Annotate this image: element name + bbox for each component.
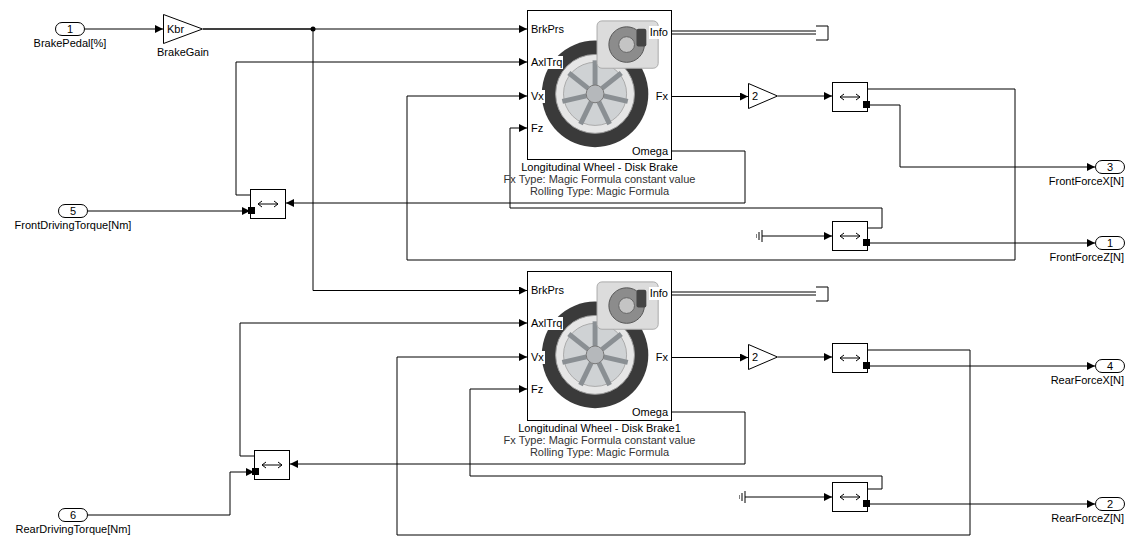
wheel-art <box>604 357 628 362</box>
wheel-block: BrkPrsAxlTrqVxFzInfoFxOmegaLongitudinal … <box>527 271 672 421</box>
signal-line <box>85 29 163 30</box>
port-number: 6 <box>70 509 76 521</box>
wheel-art <box>586 85 604 103</box>
block-name: BrakeGain <box>157 46 209 59</box>
port-name: FrontForceX[N] <box>1049 175 1124 188</box>
wheel-art <box>636 29 646 47</box>
outport-block: 2RearForceZ[N] <box>1095 497 1125 511</box>
outport-block: 3FrontForceX[N] <box>1095 160 1125 174</box>
outport-block: 1FrontForceZ[N] <box>1095 236 1125 250</box>
gain-triangle <box>164 15 203 44</box>
inport-block: 6RearDrivingTorque[Nm] <box>58 508 88 522</box>
outport-block: 4RearForceX[N] <box>1095 359 1125 373</box>
port-label: AxlTrq <box>530 317 563 330</box>
port-label: Vx <box>530 90 545 103</box>
port-name: RearForceX[N] <box>1051 374 1124 387</box>
gain-block: 2 <box>748 83 778 109</box>
wheel-art <box>599 363 610 385</box>
port-name: RearDrivingTorque[Nm] <box>16 523 131 536</box>
wheel-art <box>599 102 610 124</box>
port-name: FrontDrivingTorque[Nm] <box>15 219 132 232</box>
wheel-art <box>604 96 628 101</box>
gain-value: 2 <box>752 351 758 363</box>
gain-block: 2 <box>748 344 778 370</box>
port-number: 3 <box>1107 161 1113 173</box>
port-name: FrontForceZ[N] <box>1049 251 1124 264</box>
wheel-art <box>602 334 621 349</box>
wheel-art <box>586 346 604 364</box>
block-annotation: Rolling Type: Magic Formula <box>504 185 696 197</box>
inport-block: 1BrakePedal[%] <box>55 22 85 36</box>
port-number: 1 <box>1107 237 1113 249</box>
port-label: Omega <box>631 145 669 158</box>
port-number: 1 <box>67 23 73 35</box>
wheel-art <box>602 73 621 88</box>
wheel-art <box>569 73 588 88</box>
wheel-block: BrkPrsAxlTrqVxFzInfoFxOmegaLongitudinal … <box>527 10 672 160</box>
signal-line <box>672 357 748 358</box>
port-label: AxlTrq <box>530 56 563 69</box>
gain-triangle <box>749 345 778 370</box>
wheel-art <box>619 298 635 314</box>
block-annotation: Fx Type: Magic Formula constant value <box>504 434 696 446</box>
block-name: Longitudinal Wheel - Disk Brake1 <box>504 422 696 434</box>
gain-block: KbrBrakeGain <box>163 14 203 44</box>
gain-value: Kbr <box>167 23 184 35</box>
wheel-art <box>581 363 592 385</box>
port-label: Vx <box>530 351 545 364</box>
port-number: 4 <box>1107 360 1113 372</box>
wheel-art <box>581 102 592 124</box>
port-label: BrkPrs <box>530 284 565 297</box>
inport-block: 5FrontDrivingTorque[Nm] <box>58 204 88 218</box>
port-label: Fz <box>530 122 544 135</box>
port-label: Fz <box>530 383 544 396</box>
wheel-art <box>619 37 635 53</box>
port-label: Info <box>649 287 669 300</box>
signal-line <box>672 96 748 97</box>
wheel-art <box>569 334 588 349</box>
port-name: RearForceZ[N] <box>1051 512 1124 525</box>
port-label: BrkPrs <box>530 23 565 36</box>
port-number: 5 <box>70 205 76 217</box>
block-caption: Longitudinal Wheel - Disk BrakeFx Type: … <box>504 161 696 197</box>
signal-line <box>203 29 527 291</box>
block-name: Longitudinal Wheel - Disk Brake <box>504 161 696 173</box>
port-label: Fx <box>655 90 669 103</box>
port-label: Info <box>649 26 669 39</box>
wires <box>88 31 1095 535</box>
terminators <box>816 26 828 301</box>
gain-triangle <box>749 84 778 109</box>
port-name: BrakePedal[%] <box>34 37 107 50</box>
port-label: Omega <box>631 406 669 419</box>
port-number: 2 <box>1107 498 1113 510</box>
wheel-art <box>562 357 586 362</box>
gain-value: 2 <box>752 90 758 102</box>
block-caption: Longitudinal Wheel - Disk Brake1Fx Type:… <box>504 422 696 458</box>
wheel-art <box>562 96 586 101</box>
port-label: Fx <box>655 351 669 364</box>
wheel-art <box>636 290 646 308</box>
block-annotation: Fx Type: Magic Formula constant value <box>504 173 696 185</box>
block-annotation: Rolling Type: Magic Formula <box>504 446 696 458</box>
